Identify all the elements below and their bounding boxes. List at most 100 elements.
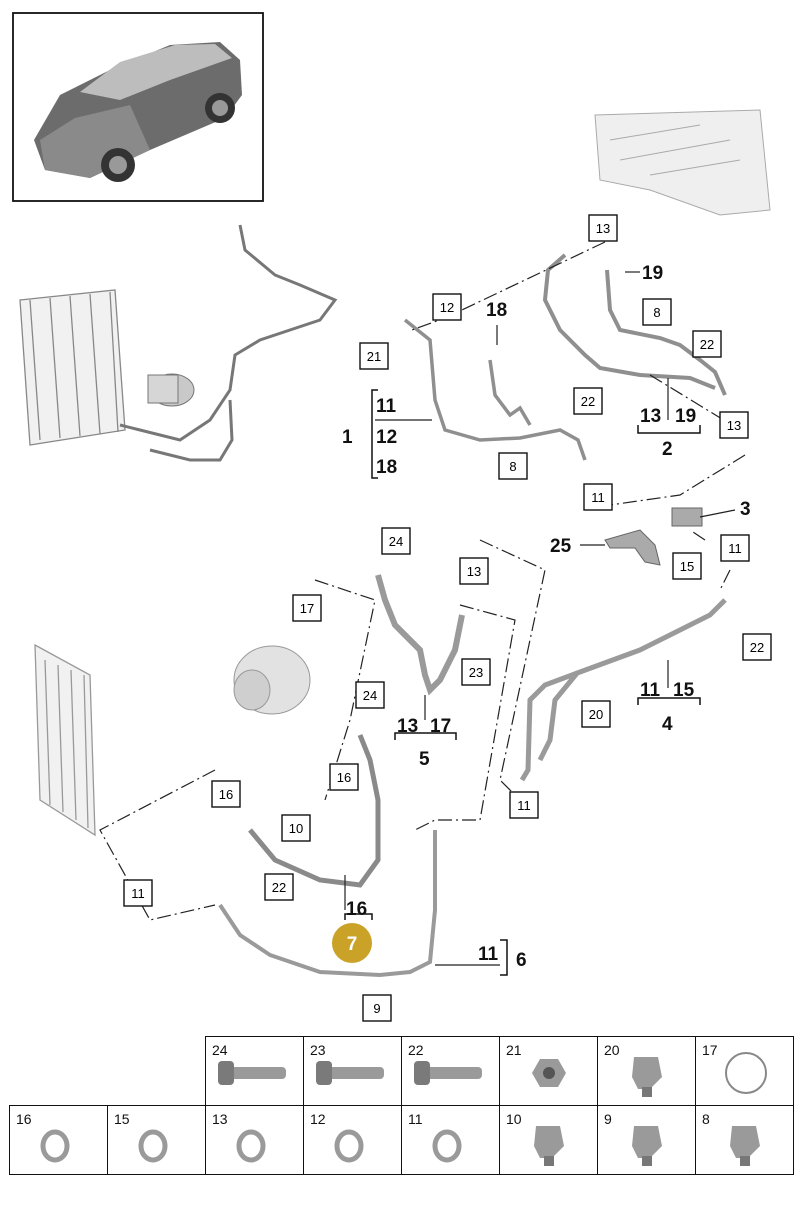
callout-box-x11a[interactable] bbox=[583, 483, 613, 511]
callout-box-x16a[interactable] bbox=[329, 763, 359, 791]
callout-box-x11b[interactable] bbox=[720, 534, 750, 562]
callout-4: 4 bbox=[662, 714, 673, 735]
callout-5: 5 bbox=[419, 749, 430, 770]
part-number: 10 bbox=[506, 1111, 522, 1127]
callout-box-x22d[interactable] bbox=[264, 873, 294, 901]
condenser-upper bbox=[19, 289, 126, 446]
callout-box-label-x15a: 15 bbox=[680, 559, 694, 574]
callout-box-x8a[interactable] bbox=[498, 452, 528, 480]
callout-box-x20a[interactable] bbox=[581, 700, 611, 728]
evaporator-housing bbox=[594, 109, 771, 216]
callout-box-x23a[interactable] bbox=[461, 658, 491, 686]
leader-lines bbox=[99, 241, 746, 921]
callout-7: 7 bbox=[347, 934, 358, 955]
callout-2: 2 bbox=[662, 439, 673, 460]
parts-cell-8[interactable]: 8 bbox=[695, 1105, 794, 1175]
bracket-11-a: 11 bbox=[376, 396, 397, 417]
bracket-18-a: 18 bbox=[376, 457, 397, 478]
brackets bbox=[344, 389, 701, 976]
callout-1: 1 bbox=[342, 427, 353, 448]
callout-box-x22c[interactable] bbox=[742, 633, 772, 661]
callout-box-label-x9a: 9 bbox=[373, 1001, 380, 1016]
line-assembly-1 bbox=[403, 318, 587, 461]
callout-box-x8b[interactable] bbox=[642, 298, 672, 326]
callout-box-x22b[interactable] bbox=[692, 330, 722, 358]
callout-box-label-x24a: 24 bbox=[389, 534, 403, 549]
callout-box-label-x22c: 22 bbox=[750, 640, 764, 655]
box-labels: 1312218228221311111524131723222024161610… bbox=[123, 214, 772, 1022]
callout-box-label-x24b: 24 bbox=[363, 688, 377, 703]
callout-box-x13a[interactable] bbox=[588, 214, 618, 242]
callout-box-x10a[interactable] bbox=[281, 814, 311, 842]
clip-icon bbox=[730, 1126, 760, 1166]
line-assembly-5 bbox=[375, 574, 465, 696]
callout-box-label-x8b: 8 bbox=[653, 305, 660, 320]
compressor-upper bbox=[147, 373, 195, 407]
bolt-icon bbox=[414, 1061, 482, 1085]
callout-box-label-x13c: 13 bbox=[467, 564, 481, 579]
part-number: 12 bbox=[310, 1111, 326, 1127]
callout-box-label-x22a: 22 bbox=[581, 394, 595, 409]
parts-cell-12[interactable]: 12 bbox=[303, 1105, 402, 1175]
part-number: 16 bbox=[16, 1111, 32, 1127]
line-assembly-4 bbox=[519, 598, 727, 782]
part-number: 13 bbox=[212, 1111, 228, 1127]
parts-cell-17[interactable]: 17 bbox=[695, 1036, 794, 1106]
parts-cell-23[interactable]: 23 bbox=[303, 1036, 402, 1106]
vehicle-illustration bbox=[34, 42, 242, 182]
fitting-3 bbox=[671, 507, 703, 527]
callout-box-label-x11b: 11 bbox=[728, 541, 742, 556]
callout-box-x11c[interactable] bbox=[509, 791, 539, 819]
callout-box-x17a[interactable] bbox=[292, 594, 322, 622]
clip-icon bbox=[632, 1057, 662, 1097]
callout-circle-7[interactable] bbox=[332, 923, 372, 963]
callout-box-x13c[interactable] bbox=[459, 557, 489, 585]
callout-box-x24a[interactable] bbox=[381, 527, 411, 555]
clip-icon bbox=[632, 1126, 662, 1166]
callout-box-label-x22d: 22 bbox=[272, 880, 286, 895]
callout-box-x13b[interactable] bbox=[719, 411, 749, 439]
o-ring-icon bbox=[138, 1129, 168, 1163]
parts-cell-11[interactable]: 11 bbox=[401, 1105, 500, 1175]
o-ring-icon bbox=[40, 1129, 70, 1163]
callout-6: 6 bbox=[516, 950, 527, 971]
callout-box-label-x22b: 22 bbox=[700, 337, 714, 352]
parts-cell-9[interactable]: 9 bbox=[597, 1105, 696, 1175]
callout-box-label-x13a: 13 bbox=[596, 221, 610, 236]
callout-box-x21a[interactable] bbox=[359, 342, 389, 370]
bracket-11-c: 11 bbox=[640, 680, 661, 701]
parts-cell-10[interactable]: 10 bbox=[499, 1105, 598, 1175]
parts-cell-20[interactable]: 20 bbox=[597, 1036, 696, 1106]
part-number: 23 bbox=[310, 1042, 326, 1058]
parts-cell-13[interactable]: 13 bbox=[205, 1105, 304, 1175]
parts-cell-21[interactable]: 21 bbox=[499, 1036, 598, 1106]
callout-box-x9a[interactable] bbox=[362, 994, 392, 1022]
parts-cell-24[interactable]: 24 bbox=[205, 1036, 304, 1106]
compressor-lower bbox=[233, 645, 311, 715]
callout-box-x12a[interactable] bbox=[432, 293, 462, 321]
parts-cell-22[interactable]: 22 bbox=[401, 1036, 500, 1106]
callout-box-label-x20a: 20 bbox=[589, 707, 603, 722]
condenser-lower bbox=[34, 643, 96, 837]
bracket-19-b: 19 bbox=[675, 406, 696, 427]
callout-box-x15a[interactable] bbox=[672, 552, 702, 580]
callout-box-x24b[interactable] bbox=[355, 681, 385, 709]
callout-box-label-x17a: 17 bbox=[300, 601, 314, 616]
callout-box-label-x16b: 16 bbox=[219, 787, 233, 802]
bracket-13-b: 13 bbox=[640, 406, 661, 427]
callout-box-label-x16a: 16 bbox=[337, 770, 351, 785]
parts-cell-16[interactable]: 16 bbox=[9, 1105, 108, 1175]
parts-cell-15[interactable]: 15 bbox=[107, 1105, 206, 1175]
bracket-12-a: 12 bbox=[376, 427, 397, 448]
part-number: 17 bbox=[702, 1042, 718, 1058]
callout-box-x11d[interactable] bbox=[123, 879, 153, 907]
callout-box-label-x8a: 8 bbox=[509, 459, 516, 474]
callout-box-label-x21a: 21 bbox=[367, 349, 381, 364]
bracket-11-e: 11 bbox=[478, 944, 499, 965]
callout-box-label-x11c: 11 bbox=[517, 798, 531, 813]
part-number: 8 bbox=[702, 1111, 710, 1127]
callout-box-x16b[interactable] bbox=[211, 780, 241, 808]
callout-box-x22a[interactable] bbox=[573, 387, 603, 415]
hose-16 bbox=[248, 734, 381, 888]
